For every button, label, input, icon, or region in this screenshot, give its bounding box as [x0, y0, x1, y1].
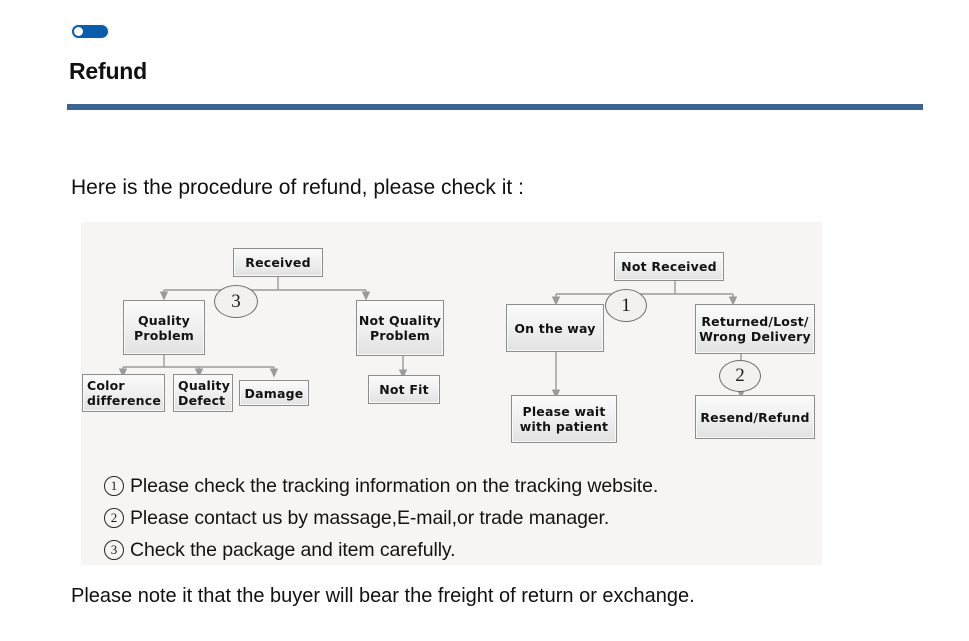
note-text: Please check the tracking information on… — [130, 474, 659, 497]
marker-three-label: 3 — [231, 290, 241, 312]
node-not-fit[interactable]: Not Fit — [368, 375, 440, 404]
toggle-on-icon[interactable] — [71, 24, 109, 39]
node-quality-defect-line1: Quality — [178, 378, 231, 393]
note-number: 1 — [104, 476, 124, 496]
node-damage[interactable]: Damage — [239, 380, 309, 406]
note-number: 3 — [104, 540, 124, 560]
node-not-quality-problem-line2: Problem — [369, 328, 431, 343]
node-damage-label: Damage — [244, 385, 304, 401]
node-quality-problem-line1: Quality — [137, 312, 191, 328]
node-color-difference-line1: Color — [87, 378, 125, 393]
node-quality-problem-line2: Problem — [133, 327, 195, 343]
node-returned-lost-line1: Returned/Lost/ — [701, 314, 809, 329]
marker-one: 1 — [605, 289, 647, 322]
marker-two: 2 — [719, 360, 761, 392]
note-item: 3 Check the package and item carefully. — [104, 534, 658, 566]
lead-paragraph: Here is the procedure of refund, please … — [71, 176, 524, 199]
title-divider — [67, 104, 923, 110]
node-returned-lost-wrong[interactable]: Returned/Lost/ Wrong Delivery — [695, 304, 815, 354]
node-please-wait-line2: with patient — [519, 419, 609, 434]
node-please-wait-line1: Please wait — [522, 404, 606, 419]
node-please-wait[interactable]: Please wait with patient — [511, 395, 617, 443]
node-not-quality-problem-line1: Not Quality — [358, 313, 442, 328]
node-on-the-way[interactable]: On the way — [506, 304, 604, 352]
note-item: 1 Please check the tracking information … — [104, 470, 658, 502]
marker-one-label: 1 — [621, 294, 631, 316]
node-quality-problem[interactable]: Quality Problem — [123, 300, 205, 355]
flow-connectors — [118, 277, 746, 399]
node-color-difference-line2: difference — [87, 393, 162, 408]
node-not-received-label: Not Received — [621, 259, 717, 274]
node-received[interactable]: Received — [233, 248, 323, 277]
node-color-difference[interactable]: Color difference — [82, 374, 165, 412]
marker-three: 3 — [214, 285, 258, 318]
page-title: Refund — [69, 58, 148, 84]
toggle-knob — [74, 27, 83, 36]
node-not-fit-label: Not Fit — [379, 382, 429, 397]
node-not-quality-problem[interactable]: Not Quality Problem — [356, 300, 444, 356]
footer-note: Please note it that the buyer will bear … — [71, 585, 695, 607]
node-quality-defect-line2: Defect — [178, 393, 226, 408]
note-text: Check the package and item carefully. — [130, 538, 456, 561]
node-received-label: Received — [245, 255, 311, 270]
refund-flow-diagram: Received 3 Quality Problem Not Quality P… — [81, 222, 822, 565]
node-not-received[interactable]: Not Received — [614, 252, 724, 281]
note-text: Please contact us by massage,E-mail,or t… — [130, 506, 610, 529]
node-on-the-way-label: On the way — [514, 320, 596, 336]
notes-list: 1 Please check the tracking information … — [104, 470, 658, 566]
marker-two-label: 2 — [735, 365, 745, 386]
node-returned-lost-line2: Wrong Delivery — [699, 329, 811, 344]
note-number: 2 — [104, 508, 124, 528]
node-resend-refund[interactable]: Resend/Refund — [695, 395, 815, 439]
node-resend-refund-label: Resend/Refund — [700, 409, 810, 425]
node-quality-defect[interactable]: Quality Defect — [173, 374, 233, 412]
note-item: 2 Please contact us by massage,E-mail,or… — [104, 502, 658, 534]
